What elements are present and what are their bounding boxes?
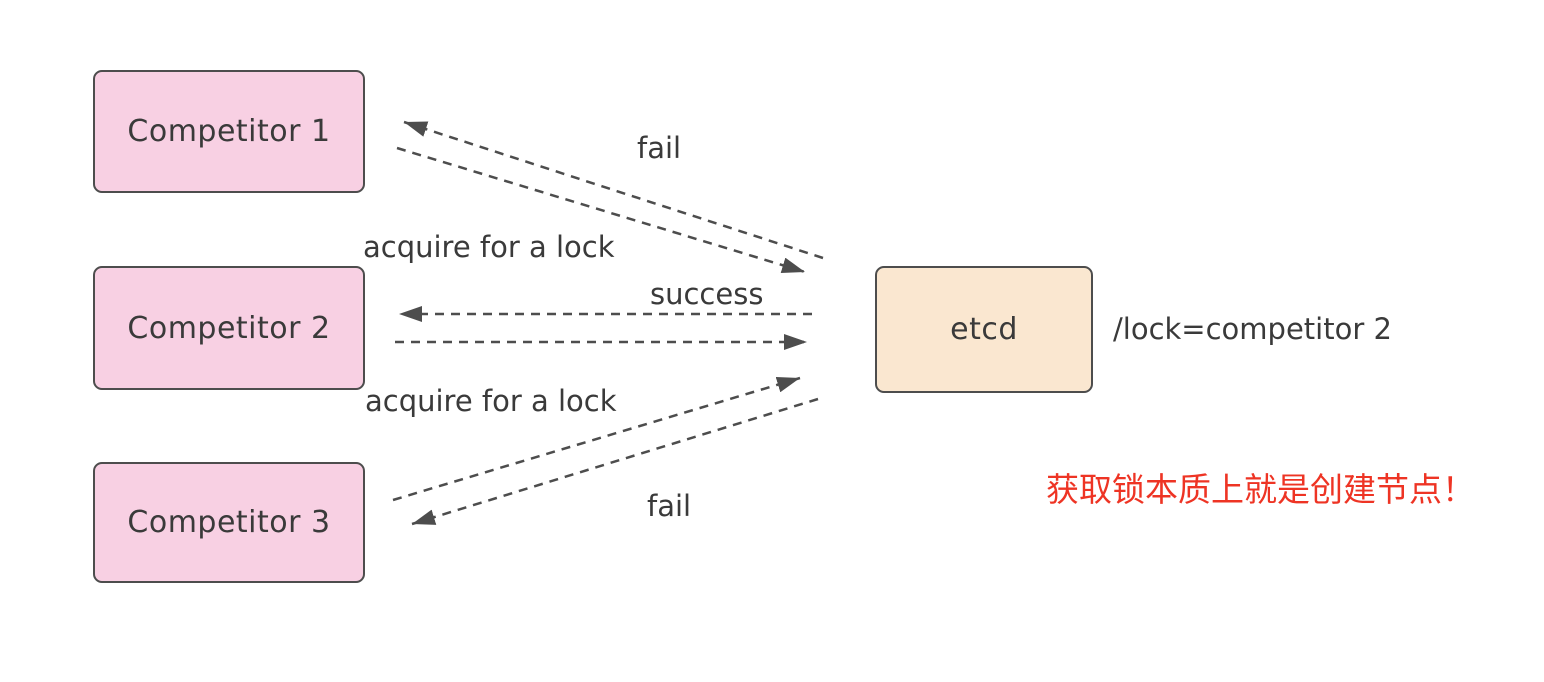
edge-label-acquire-bottom: acquire for a lock	[365, 384, 617, 418]
node-competitor-3-label: Competitor 3	[127, 505, 331, 540]
node-etcd: etcd	[875, 266, 1093, 393]
node-etcd-label: etcd	[950, 312, 1018, 347]
arrow-competitor3-to-etcd	[392, 376, 801, 502]
edge-label-fail-bottom: fail	[647, 489, 692, 523]
edge-label-success: success	[650, 277, 764, 311]
note-text: 获取锁本质上就是创建节点！	[1046, 470, 1475, 509]
arrow-etcd-to-competitor3	[411, 397, 819, 526]
node-competitor-2-label: Competitor 2	[127, 310, 331, 346]
arrow-competitor1-to-etcd	[396, 146, 806, 274]
edge-label-fail-top: fail	[637, 131, 682, 165]
node-competitor-1: Competitor 1	[93, 70, 365, 193]
lock-value-text: /lock=competitor 2	[1113, 312, 1392, 346]
node-competitor-1-label: Competitor 1	[127, 114, 331, 149]
node-competitor-2: Competitor 2	[93, 266, 365, 390]
node-competitor-3: Competitor 3	[93, 462, 365, 583]
edge-label-acquire-top: acquire for a lock	[363, 230, 615, 264]
